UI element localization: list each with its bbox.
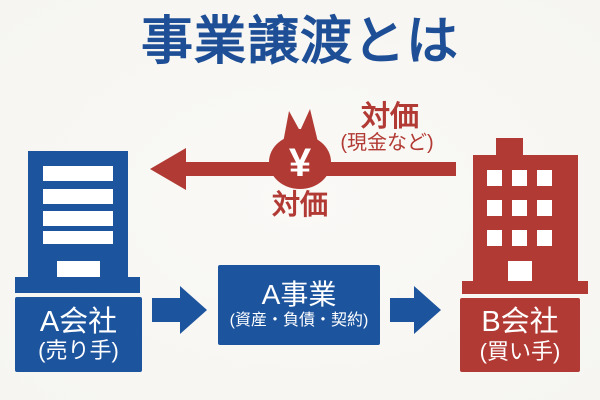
yen-symbol: ¥ (289, 141, 312, 185)
consideration-label-bottom: 対価 (271, 189, 328, 220)
window (512, 170, 527, 186)
window-stripe (43, 211, 113, 226)
buyer-box: B会社 (買い手) (460, 298, 580, 372)
building-door (57, 261, 100, 278)
business-name: A事業 (261, 279, 337, 311)
consideration-label-top: 対価 (360, 101, 419, 133)
building-door (508, 261, 532, 282)
window (512, 200, 527, 216)
business-detail: (資産・負債・契約) (229, 311, 369, 329)
consideration-sublabel: (現金など) (340, 132, 434, 154)
window-stripe (43, 189, 113, 204)
building-base (15, 277, 140, 293)
buyer-building-icon (462, 138, 588, 294)
window (537, 170, 552, 186)
transfer-arrow-left-icon (152, 286, 207, 334)
seller-role: (売り手) (38, 338, 119, 364)
window (537, 200, 552, 216)
seller-name: A会社 (39, 305, 118, 338)
window-stripe (43, 166, 113, 181)
moneybag-icon: ¥ (269, 109, 331, 189)
seller-building-icon (15, 151, 140, 293)
window (512, 230, 527, 246)
business-box: A事業 (資産・負債・契約) (218, 265, 380, 345)
moneybag-body (269, 135, 331, 189)
buyer-role: (買い手) (479, 338, 561, 364)
seller-box: A会社 (売り手) (15, 297, 142, 372)
transfer-arrow-right-icon (390, 286, 441, 334)
window (537, 230, 552, 246)
building-rooftop (496, 138, 523, 156)
building-base (462, 281, 588, 294)
buyer-name: B会社 (481, 306, 559, 339)
window-stripe (43, 231, 113, 244)
page-title: 事業譲渡とは (140, 13, 459, 71)
window (487, 170, 502, 186)
window (487, 200, 502, 216)
window (487, 230, 502, 246)
